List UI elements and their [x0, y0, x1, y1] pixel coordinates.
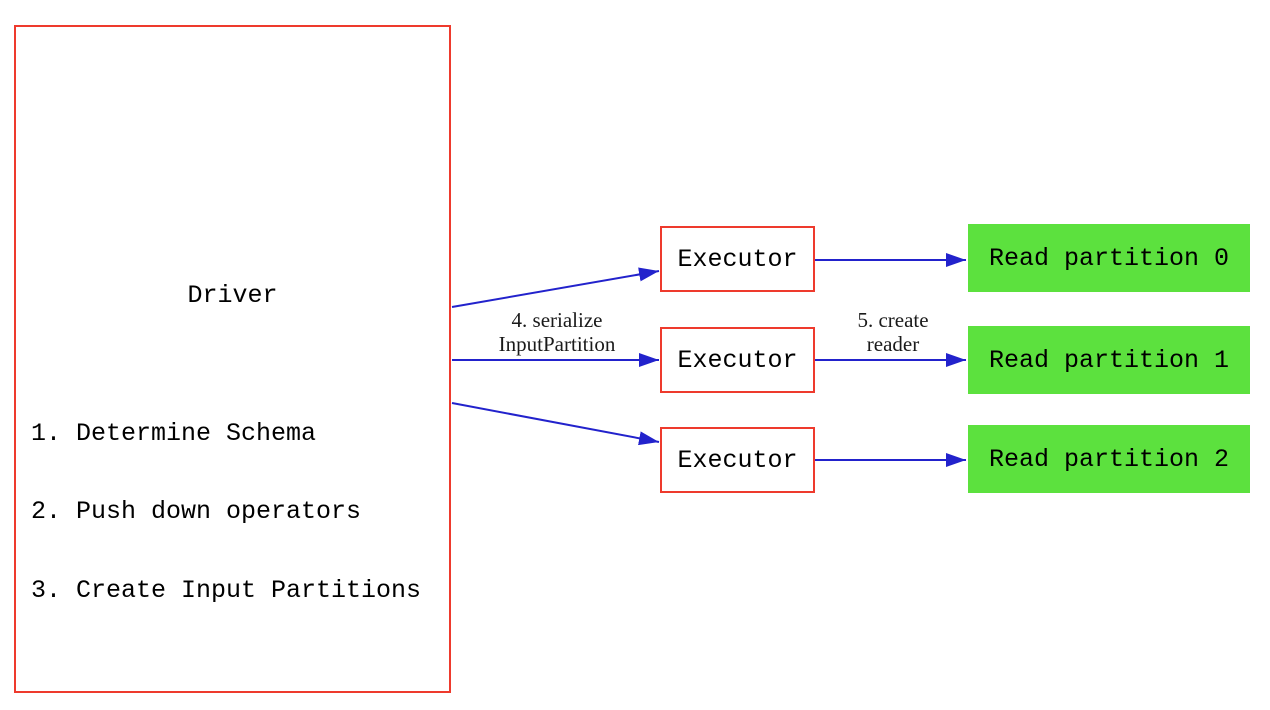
arrow-driver-to-executor-0	[451, 267, 660, 308]
driver-step-2: 2. Push down operators	[31, 497, 362, 527]
read-partition-label: Read partition 2	[988, 444, 1230, 474]
executor-label: Executor	[677, 244, 798, 274]
edge-label-create-reader: 5. create reader	[857, 308, 928, 356]
executor-box-0: Executor	[660, 226, 815, 292]
driver-step-1: 1. Determine Schema	[31, 418, 317, 448]
edge-label-line: reader	[866, 332, 920, 356]
edge-label-line: 5. create	[857, 308, 929, 332]
read-partition-box-1: Read partition 1	[968, 326, 1250, 394]
edge-label-line: 4. serialize	[511, 308, 603, 332]
executor-box-2: Executor	[660, 427, 815, 493]
edge-label-serialize-inputpartition: 4. serialize InputPartition	[499, 308, 616, 356]
read-partition-label: Read partition 0	[988, 243, 1230, 273]
executor-label: Executor	[677, 345, 798, 375]
driver-step-3: 3. Create Input Partitions	[31, 576, 422, 606]
executor-label: Executor	[677, 445, 798, 475]
executor-box-1: Executor	[660, 327, 815, 393]
edge-label-line: InputPartition	[498, 332, 616, 356]
driver-title: Driver	[187, 281, 278, 310]
read-partition-box-2: Read partition 2	[968, 425, 1250, 493]
read-partition-label: Read partition 1	[988, 345, 1230, 375]
driver-box: Driver 1. Determine Schema 2. Push down …	[14, 25, 451, 693]
arrow-driver-to-executor-2	[451, 402, 660, 446]
read-partition-box-0: Read partition 0	[968, 224, 1250, 292]
driver-steps: 1. Determine Schema 2. Push down operato…	[31, 368, 421, 657]
